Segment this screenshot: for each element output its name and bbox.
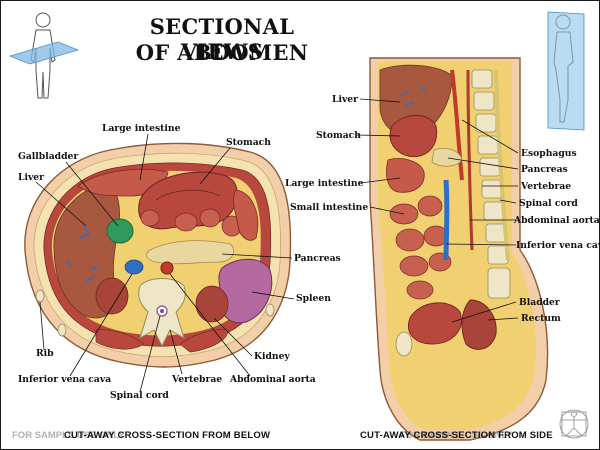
cs-label-vertebrae: Vertebrae <box>172 374 223 385</box>
cs-label-stomach: Stomach <box>226 137 271 148</box>
sag-stomach-shape <box>389 115 438 158</box>
cs-label-spleen: Spleen <box>296 293 331 304</box>
side-label-small-intestine: Small intestine <box>290 202 369 213</box>
transverse-section <box>24 142 292 368</box>
side-label-spinal-cord: Spinal cord <box>519 198 578 209</box>
cs-kidney-left <box>95 277 129 315</box>
sag-bladder-shape <box>408 302 462 345</box>
cs-label-liver: Liver <box>18 172 44 183</box>
cs-label-large-intestine: Large intestine <box>102 123 181 134</box>
transverse-plane-marker <box>8 41 80 65</box>
cs-label-kidney: Kidney <box>254 351 290 362</box>
caption-cross-section: CUT-AWAY CROSS-SECTION FROM BELOW <box>64 430 271 441</box>
cs-label-pancreas: Pancreas <box>294 253 341 264</box>
side-label-pancreas: Pancreas <box>521 164 568 175</box>
side-label-inferior-vena-cava: Inferior vena cava <box>516 240 600 251</box>
poster-title-line-2: OF ABDOMEN <box>135 40 309 65</box>
side-label-rectum: Rectum <box>521 313 561 324</box>
sagittal-plane-marker <box>547 11 585 131</box>
side-label-abdominal-aorta: Abdominal aorta <box>514 215 600 226</box>
cs-gallbladder-shape <box>106 218 134 244</box>
sagittal-section <box>369 57 549 441</box>
side-label-bladder: Bladder <box>519 297 560 308</box>
cross-section-leaders <box>35 133 295 393</box>
vitruvian-logo <box>559 409 589 439</box>
cs-label-inferior-vena-cava: Inferior vena cava <box>18 374 112 385</box>
sag-spine <box>471 69 511 299</box>
side-label-vertebrae: Vertebrae <box>521 181 572 192</box>
watermark-right: FOR SAMPLE USE ONLY <box>400 430 513 441</box>
cs-kidney-right <box>195 285 229 323</box>
cs-label-gallbladder: Gallbladder <box>18 151 79 162</box>
side-label-large-intestine: Large intestine <box>285 178 364 189</box>
cs-label-rib: Rib <box>36 348 54 359</box>
side-label-stomach: Stomach <box>316 130 361 141</box>
side-label-esophagus: Esophagus <box>521 148 577 159</box>
caption-side-section: CUT-AWAY CROSS-SECTION FROM SIDE <box>360 430 553 441</box>
watermark-left: FOR SAMPLE USE ONLY <box>12 430 125 441</box>
cs-label-spinal-cord: Spinal cord <box>110 390 169 401</box>
side-label-liver: Liver <box>332 94 358 105</box>
poster-title-line-1: SECTIONAL VIEWS <box>149 14 295 64</box>
cs-pancreas-shape <box>146 240 234 265</box>
side-section-leaders <box>356 98 519 323</box>
cs-label-abdominal-aorta: Abdominal aorta <box>230 374 316 385</box>
